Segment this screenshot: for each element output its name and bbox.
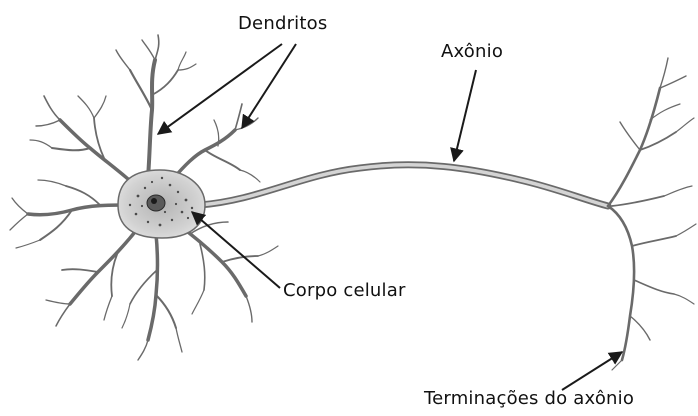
label-dendrites: Dendritos xyxy=(238,13,327,34)
arrow-dendrites-1 xyxy=(158,44,282,134)
label-axon-terminals: Terminações do axônio xyxy=(424,388,634,409)
arrow-axon xyxy=(454,70,476,161)
label-cell-body: Corpo celular xyxy=(283,280,406,301)
label-axon: Axônio xyxy=(441,41,503,62)
cell-body xyxy=(118,170,205,238)
pointer-arrows xyxy=(158,44,622,390)
arrow-axon-terminals xyxy=(562,352,622,390)
axon xyxy=(200,165,608,206)
axon-terminals xyxy=(608,58,696,370)
arrow-dendrites-2 xyxy=(242,44,296,128)
